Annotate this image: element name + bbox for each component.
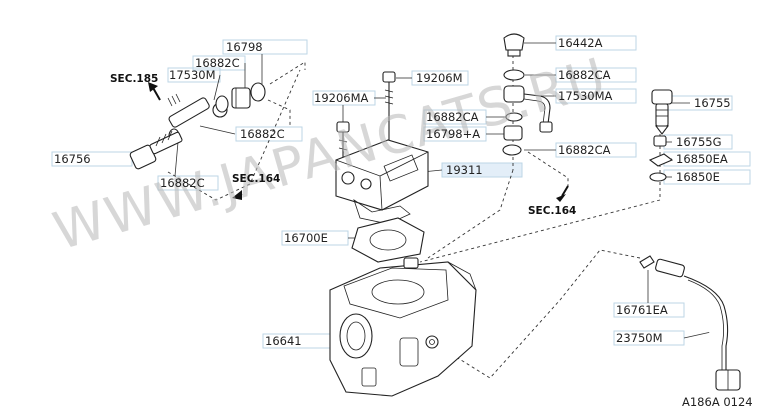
part-16641-throttle-body <box>329 257 477 397</box>
label-19311: 19311 <box>446 163 483 177</box>
section-ref-sec185[interactable]: SEC.185 <box>110 73 158 85</box>
section-arrows <box>148 82 569 202</box>
part-16850ea-insulator <box>648 153 674 167</box>
label-16882c-c: 16882C <box>160 176 205 190</box>
label-16756: 16756 <box>54 152 91 166</box>
label-16882ca-c: 16882CA <box>558 143 611 157</box>
part-16442a-cap <box>503 33 525 57</box>
label-19206m: 19206M <box>416 71 463 85</box>
label-16882ca-b: 16882CA <box>426 110 479 124</box>
part-19311-throttle-chamber <box>335 139 429 225</box>
section-ref-sec164-left[interactable]: SEC.164 <box>232 173 280 185</box>
label-16798a: 16798+A <box>426 127 480 141</box>
label-16761ea: 16761EA <box>616 303 668 317</box>
part-16700e-gasket <box>351 217 425 263</box>
label-16442a: 16442A <box>558 36 603 50</box>
label-16882c-a: 16882C <box>195 56 240 70</box>
label-19206ma: 19206MA <box>314 91 369 105</box>
part-19206m-stud <box>382 71 396 140</box>
label-16700e: 16700E <box>284 231 328 245</box>
diagram-code: A186A 0124 <box>682 395 753 409</box>
part-16761ea-sensor <box>639 255 685 278</box>
label-17530m: 17530M <box>169 68 216 82</box>
part-16755g-grommet <box>653 135 667 147</box>
label-16798: 16798 <box>226 40 263 54</box>
label-16882ca-a: 16882CA <box>558 68 611 82</box>
label-16850e: 16850E <box>676 170 720 184</box>
labels: 16798 16882C 17530M 16882C 16756 16882C … <box>54 36 753 409</box>
part-16755-injector <box>651 89 673 135</box>
part-16882ca-washers <box>502 69 525 156</box>
label-16755: 16755 <box>694 96 731 110</box>
label-16882c-b: 16882C <box>240 127 285 141</box>
part-17530ma-fuel-pipe <box>503 85 553 133</box>
part-16850e-oring <box>649 172 667 182</box>
part-16798a-nut <box>503 125 523 141</box>
label-16755g: 16755G <box>676 135 722 149</box>
section-ref-sec164-right[interactable]: SEC.164 <box>528 205 576 217</box>
part-23750m-harness <box>683 275 741 391</box>
label-23750m: 23750M <box>616 331 663 345</box>
part-19206ma-stud <box>336 121 350 160</box>
label-16850ea: 16850EA <box>676 152 728 166</box>
part-16798-nut <box>231 87 251 109</box>
label-16641: 16641 <box>265 334 302 348</box>
part-16756-bolt <box>129 130 183 170</box>
label-17530ma: 17530MA <box>558 89 613 103</box>
